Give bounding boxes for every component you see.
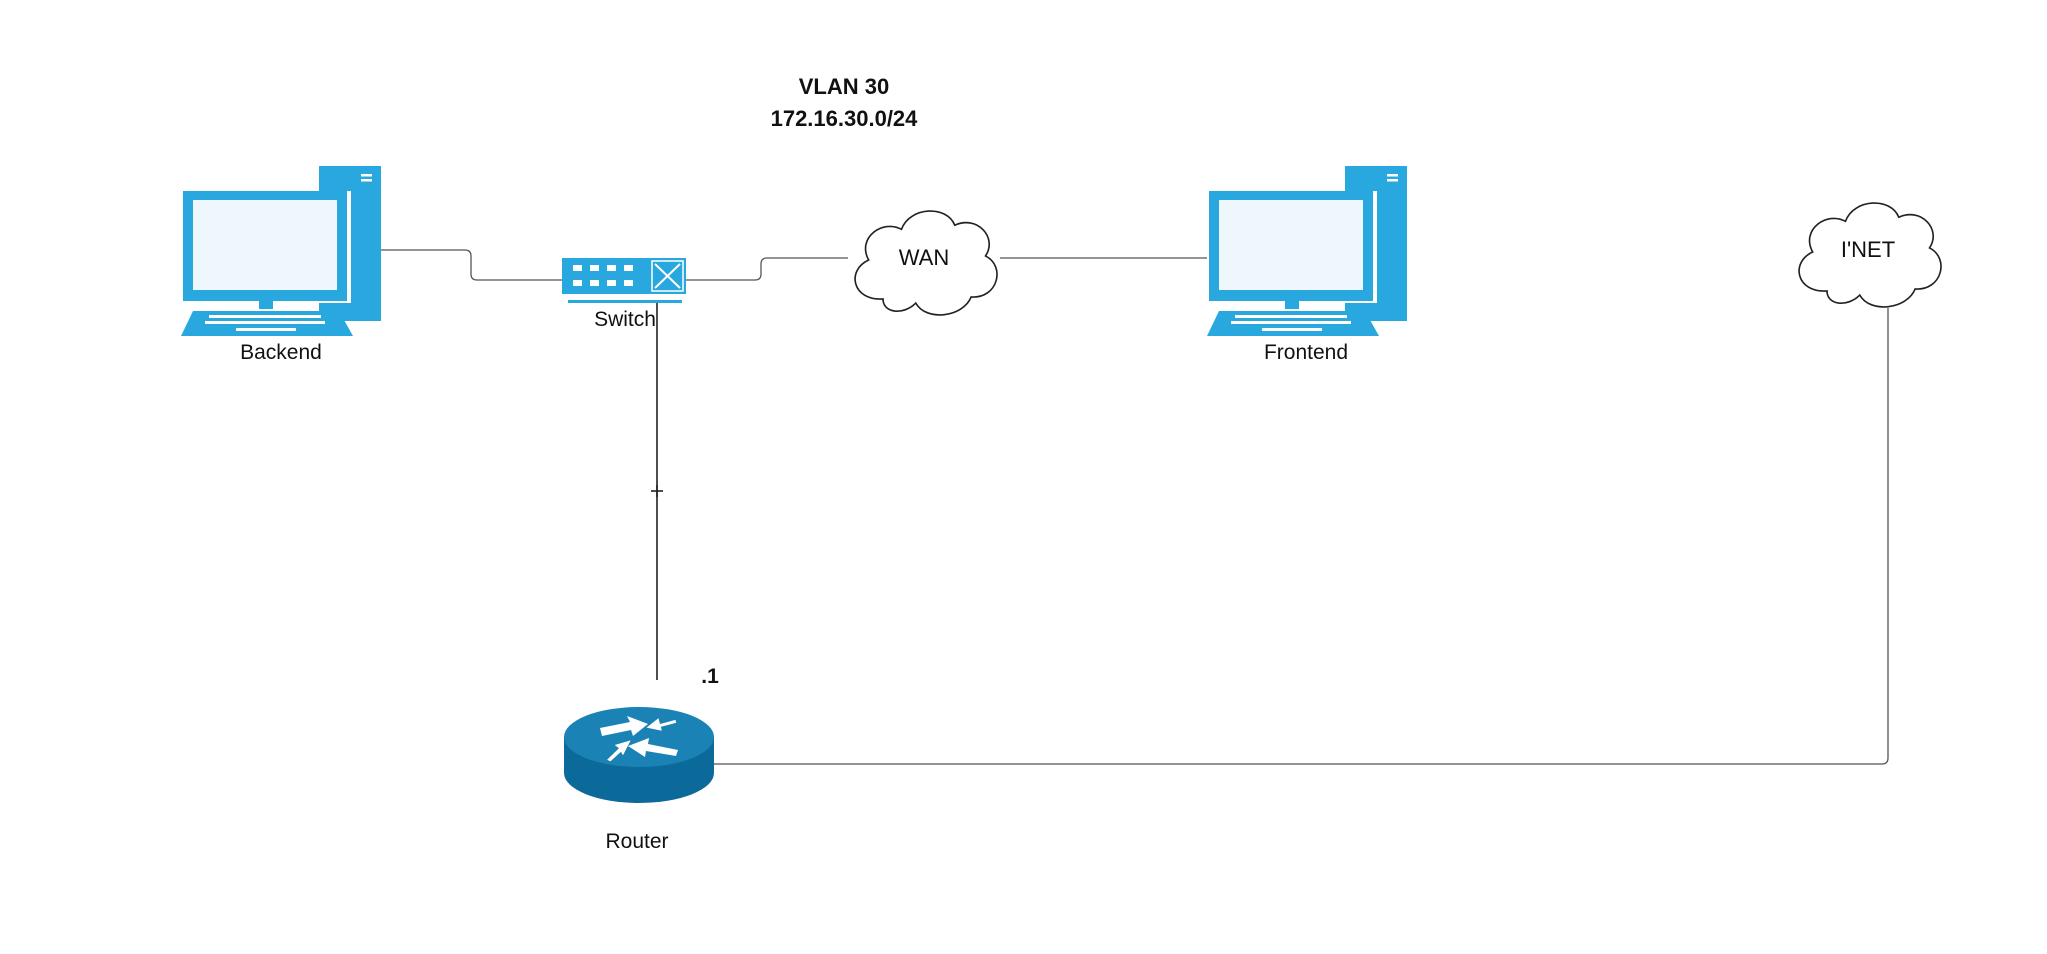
- vlan-subnet: 172.16.30.0/24: [771, 106, 919, 131]
- router-node[interactable]: .1 Router: [564, 665, 719, 853]
- network-switch-icon: [562, 258, 686, 303]
- link-router-inet: [712, 308, 1889, 765]
- link-switch-wan: [685, 257, 848, 281]
- frontend-node[interactable]: Frontend: [1207, 166, 1407, 364]
- wan-node[interactable]: WAN: [854, 210, 998, 316]
- router-address: .1: [701, 665, 719, 688]
- vlan-name: VLAN 30: [799, 74, 889, 99]
- backend-node[interactable]: Backend: [181, 166, 381, 364]
- backend-label: Backend: [240, 341, 322, 364]
- inet-node[interactable]: I'NET: [1798, 202, 1942, 308]
- router-label: Router: [605, 830, 668, 853]
- frontend-label: Frontend: [1264, 341, 1348, 364]
- desktop-computer-icon: [181, 166, 381, 336]
- inet-label: I'NET: [1841, 237, 1895, 262]
- link-marker-plus: [651, 485, 663, 497]
- link-backend-switch: [380, 249, 562, 281]
- switch-node[interactable]: Switch: [562, 258, 686, 331]
- router-icon: [564, 707, 714, 803]
- desktop-computer-icon: [1207, 166, 1407, 336]
- switch-label: Switch: [594, 308, 656, 331]
- wan-label: WAN: [899, 245, 950, 270]
